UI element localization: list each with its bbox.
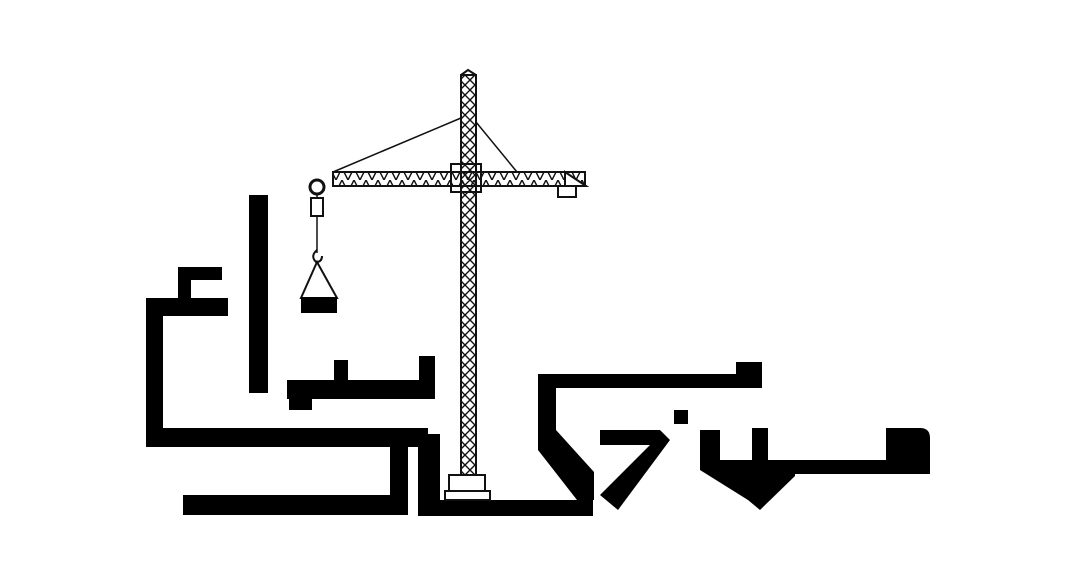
- glyph-stroke: [249, 195, 268, 393]
- crane-mast-top: [460, 68, 477, 76]
- glyph-stroke: [736, 362, 762, 374]
- tower-crane-icon: [308, 68, 590, 501]
- glyph-stroke: [146, 298, 428, 447]
- glyph-stroke: [287, 380, 435, 399]
- crane-hook-block: [310, 197, 324, 217]
- crane-cab: [450, 163, 482, 193]
- crane-jib: [332, 171, 586, 187]
- glyph-stroke: [183, 495, 408, 515]
- glyph-stroke: [289, 396, 312, 410]
- glyph-stroke: [178, 267, 222, 300]
- crane-counterweight: [557, 185, 577, 198]
- glyph-stroke: [886, 428, 930, 474]
- crane-base: [448, 474, 486, 492]
- glyph-stroke: [538, 374, 762, 500]
- crane-mast: [460, 74, 477, 476]
- glyph-stroke: [600, 430, 670, 510]
- glyph-stroke: [419, 356, 435, 386]
- hanging-load-icon: [299, 259, 339, 313]
- crane-cable: [332, 117, 462, 173]
- glyph-stroke: [390, 430, 408, 515]
- crane-base-plate: [444, 490, 491, 501]
- glyph-stroke: [674, 410, 688, 424]
- glyph-stroke: [700, 430, 795, 510]
- crane-cable: [475, 121, 518, 173]
- glyph-stroke: [752, 428, 768, 468]
- glyph-stroke: [418, 434, 593, 516]
- crane-trolley: [308, 178, 326, 196]
- wordmark-glyphs: [146, 195, 930, 516]
- glyph-stroke: [334, 360, 348, 384]
